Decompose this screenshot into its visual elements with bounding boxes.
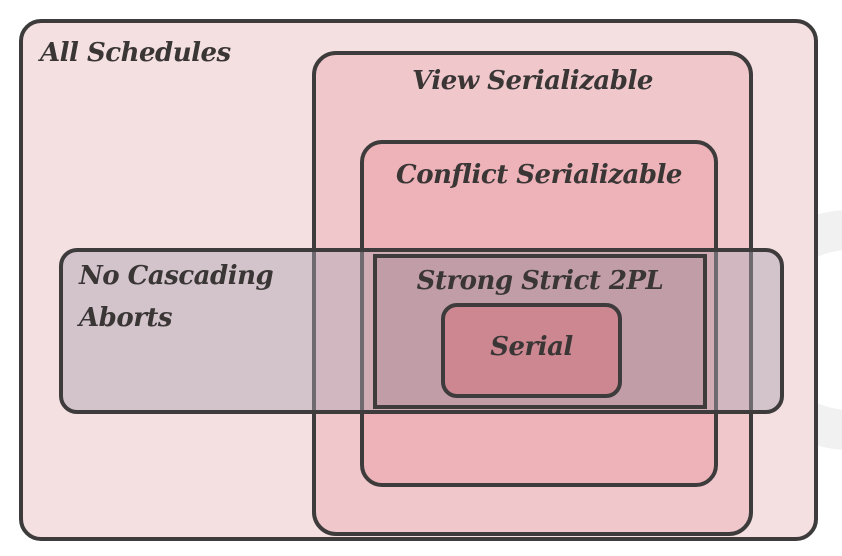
set-no-cascading-aborts [59, 248, 784, 414]
label-view-serializable: View Serializable [412, 66, 653, 96]
label-no-cascading-aborts-line1: No Cascading [79, 261, 274, 291]
set-strong-strict-2pl-outline [373, 254, 707, 409]
label-serial: Serial [490, 332, 573, 362]
label-strong-strict-2pl: Strong Strict 2PL [416, 266, 664, 296]
label-conflict-serializable: Conflict Serializable [396, 160, 682, 190]
set-serial [441, 303, 622, 398]
label-all-schedules: All Schedules [40, 38, 231, 68]
label-no-cascading-aborts-line2: Aborts [79, 303, 173, 333]
